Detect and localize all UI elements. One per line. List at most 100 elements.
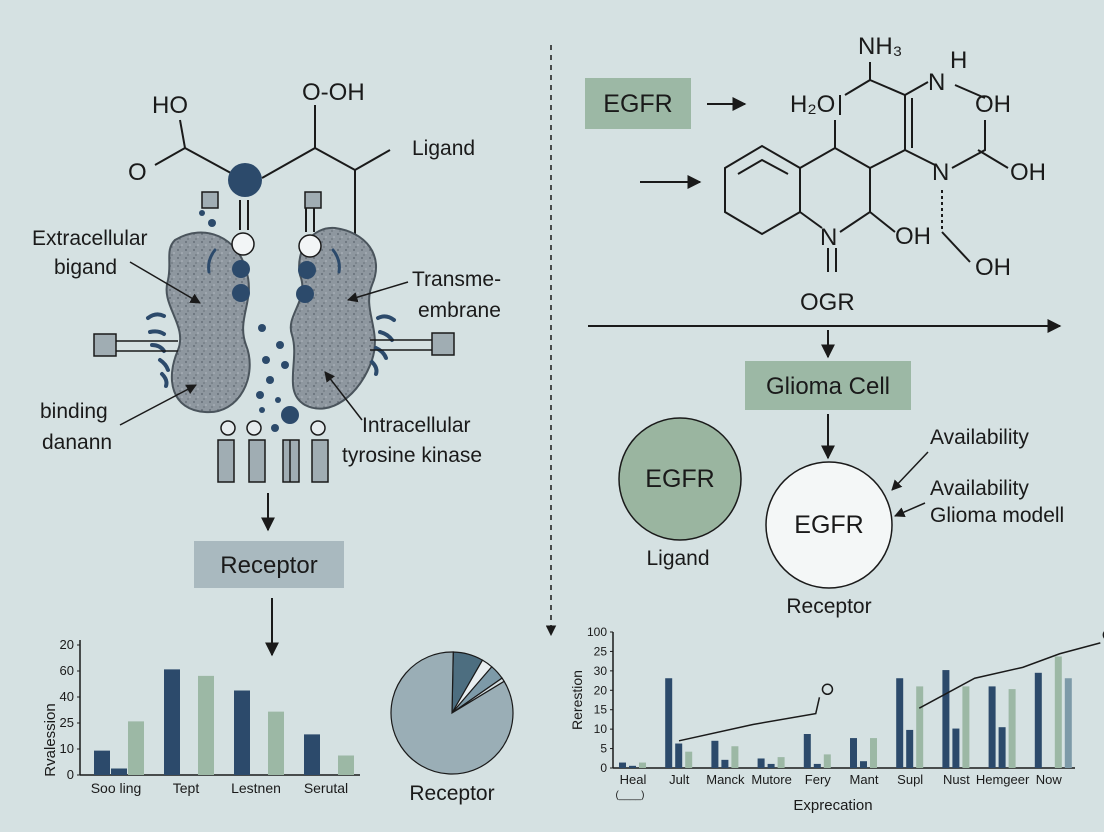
label-danann: danann: [42, 431, 112, 454]
egfr-box: [585, 78, 691, 129]
ligand-label: Ligand: [646, 547, 709, 570]
chart1-ylabel: Rvalession: [42, 703, 59, 776]
chart2-ytick: 5: [600, 742, 607, 756]
receptor-box: [194, 541, 344, 588]
skeleton-bonds: [154, 105, 391, 245]
chem-label-ho: HO: [152, 92, 188, 119]
trend-line-2: [918, 642, 1101, 709]
label-ligand: Ligand: [412, 137, 475, 160]
chart2-bar: [731, 746, 739, 768]
chart2-ytick: 0: [600, 761, 607, 775]
chemical-structure: NH₃ H N H₂O OH OH N N OH OH OGR: [724, 33, 1046, 316]
left-panel: HO O O-OH Ligand: [32, 79, 501, 657]
left-bar-chart: Rvalession 0 10 25 40 60 20 Soo ling Tept Lestn…: [42, 637, 360, 796]
label-bigand: bigand: [54, 256, 117, 279]
chart1-bar: [234, 690, 250, 775]
chem-bonds-rings: [724, 120, 906, 272]
label-transmembrane-1: Transme-: [412, 268, 501, 291]
chem-oh3: OH: [895, 223, 931, 250]
receptor-box-label: Receptor: [220, 552, 317, 579]
availability-label-1: Availability: [930, 426, 1029, 449]
chart1-bar: [198, 675, 214, 775]
receptor-cap-right: [304, 191, 322, 209]
chart1-category-label: Lestnen: [231, 780, 281, 796]
trend-marker: [1102, 631, 1104, 639]
chem-n-ring: N: [820, 224, 837, 251]
chem-oh2: OH: [1010, 159, 1046, 186]
pie-slice: [390, 651, 514, 775]
chart2-category-label: Fery: [805, 772, 832, 787]
chart1-ytick: 20: [60, 637, 74, 652]
chart2-bar: [962, 686, 970, 768]
chem-n-top: N: [928, 69, 945, 96]
receptor-monomer-left: [165, 231, 251, 414]
anchor-left: [93, 333, 117, 357]
right-panel: EGFR NH₃ H N H₂O OH OH N N OH OH OGR Gli…: [585, 33, 1064, 618]
chem-oh4: OH: [975, 254, 1011, 281]
chart2-category-label: Heal: [620, 772, 647, 787]
chart2-ytick: 15: [594, 703, 608, 717]
chart1-bar: [94, 750, 110, 775]
anchor-right: [431, 332, 455, 356]
chart2-bar: [988, 686, 996, 768]
chart2-ytick: 25: [594, 644, 608, 658]
chart2-category-label: Mant: [850, 772, 879, 787]
chart2-ylabel: Rerestion: [569, 670, 585, 730]
chart2-bar: [1054, 656, 1062, 768]
chart1-bar: [338, 755, 354, 775]
chart1-ytick: 10: [60, 741, 74, 756]
chart2-bar: [896, 678, 904, 768]
right-bar-chart: Rerestion Exprecation (____) 05101520302…: [569, 625, 1104, 814]
chart2-bar: [1008, 689, 1016, 768]
chart2-category-label: Supl: [897, 772, 923, 787]
chart2-bar: [711, 740, 719, 768]
ligand-skeleton: HO O O-OH Ligand: [128, 79, 475, 245]
chart2-bar: [685, 751, 693, 768]
label-binding: binding: [40, 400, 108, 423]
receptor-pie-chart: [390, 651, 514, 775]
chart2-bar: [639, 762, 646, 768]
receptor-circle-label: EGFR: [794, 511, 863, 539]
chart2-bar: [942, 670, 950, 768]
chart2-bar: [916, 686, 924, 768]
chart2-bar: [721, 759, 729, 768]
chart2-category-label: Now: [1036, 772, 1063, 787]
ligand-circle-label: EGFR: [645, 465, 714, 493]
bead-chain: [199, 210, 322, 432]
chart2-category-label: Hemgeer: [976, 772, 1030, 787]
chart2-bar: [906, 729, 914, 768]
chart1-ytick: 0: [67, 767, 74, 782]
chem-nh3: NH₃: [858, 33, 902, 60]
trend-line: [678, 697, 821, 742]
chart2-ytick: 30: [594, 664, 608, 678]
chem-bonds-top: [839, 62, 1009, 169]
chart1-ytick: 40: [60, 689, 74, 704]
chart2-bar: [803, 734, 811, 768]
ligand-circle: [618, 417, 742, 541]
chart1-ytick: 25: [60, 715, 74, 730]
kinase-domains: [217, 420, 329, 483]
chem-h2o: H₂O: [790, 91, 835, 118]
chart2-ytick: 20: [594, 683, 608, 697]
chart2-category-label: Jult: [669, 772, 690, 787]
egfr-box-label: EGFR: [603, 90, 672, 118]
chart1-bar: [164, 669, 180, 775]
chem-n-mid: N: [932, 159, 949, 186]
chart2-xlabel: Exprecation: [793, 797, 872, 814]
chem-label-ooh: O-OH: [302, 79, 365, 106]
chart2-category-label: Manck: [706, 772, 745, 787]
receptor-circle: [765, 461, 893, 589]
chart1-category-label: Tept: [173, 780, 200, 796]
chart2-category-label: Nust: [943, 772, 970, 787]
label-intracellular: Intracellular: [362, 414, 471, 437]
chart2-bar: [675, 743, 683, 768]
chart1-ytick: 60: [60, 663, 74, 678]
chart2-bar: [629, 765, 636, 768]
chart1-category-label: Soo ling: [91, 780, 142, 796]
chart1-bar: [128, 721, 144, 775]
trend-marker: [821, 683, 834, 696]
receptor-cap-left: [201, 191, 219, 209]
chart2-bar: [1034, 672, 1042, 768]
chart2-ytick: 10: [594, 722, 608, 736]
